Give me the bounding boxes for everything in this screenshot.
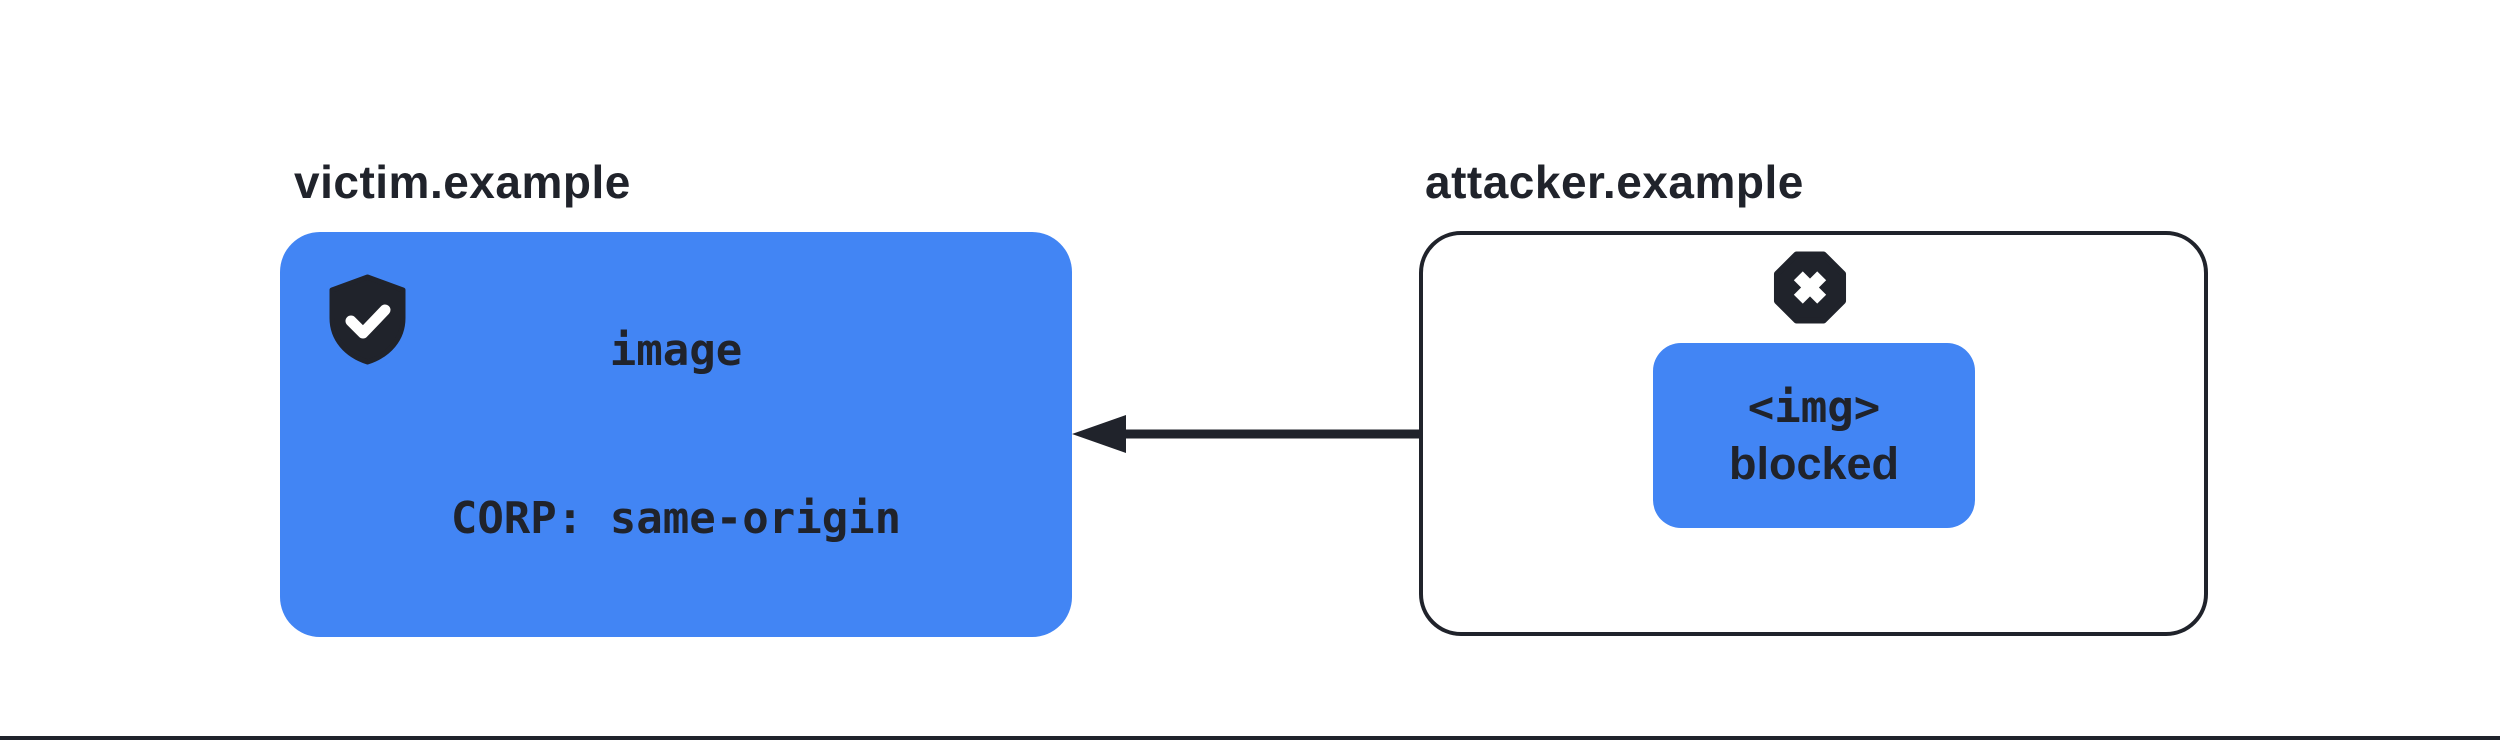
victim-resource-text: image CORP: same-origin [451,211,901,659]
img-tag-text: <img> [1747,381,1881,433]
bottom-divider [0,736,2500,740]
blocked-request-box: <img> blocked [1653,343,1975,528]
blocked-status-text: blocked [1728,437,1900,489]
resource-label: image [609,324,743,376]
shield-check-icon [329,274,406,365]
victim-origin-box: image CORP: same-origin [280,232,1072,637]
octagon-x-icon [1773,251,1847,324]
attacker-origin-box: <img> blocked [1419,231,2208,636]
victim-domain-label: victim.example [294,156,631,208]
attacker-domain-label: attacker.example [1425,156,1804,208]
corp-header-text: CORP: same-origin [450,492,902,544]
